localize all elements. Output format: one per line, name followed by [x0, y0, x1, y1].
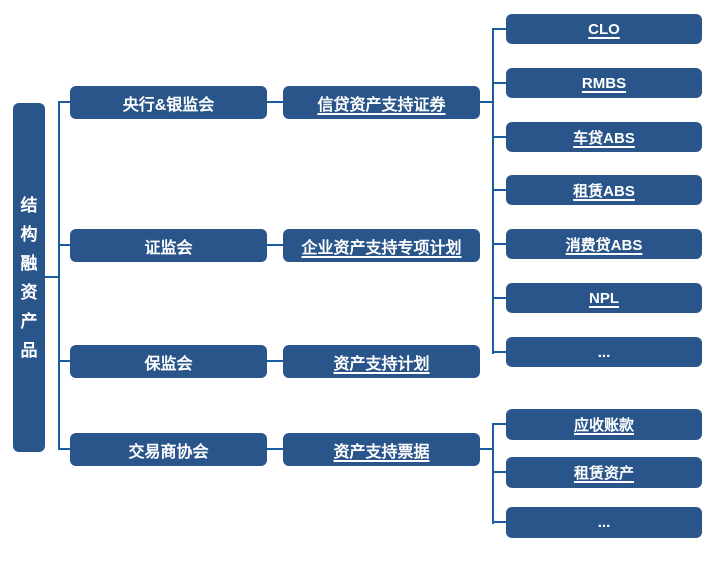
regulator-box-circ: 保监会 — [70, 345, 267, 378]
product-label: 资产支持计划 — [333, 355, 430, 373]
connector-stub-row2 — [60, 244, 70, 246]
leaf-box-credit-more: ... — [506, 337, 702, 367]
leaf-box-abn-more: ... — [506, 507, 702, 538]
connector-credit-stub2 — [494, 82, 506, 84]
leaf-label: 租赁资产 — [573, 465, 634, 482]
connector-credit-inlet — [480, 101, 492, 103]
connector-credit-stub1 — [494, 28, 506, 30]
connector-abn-trunk — [492, 423, 494, 524]
regulator-label: 证监会 — [144, 239, 193, 257]
leaf-box-consumer-abs: 消费贷ABS — [506, 229, 702, 259]
connector-credit-stub3 — [494, 136, 506, 138]
product-box-enterprise-abs-plan: 企业资产支持专项计划 — [283, 229, 480, 262]
connector-credit-trunk — [492, 28, 494, 354]
connector-abn-stub2 — [494, 471, 506, 473]
connector-abn-inlet — [480, 448, 492, 450]
leaf-box-clo: CLO — [506, 14, 702, 44]
leaf-label: RMBS — [581, 74, 627, 92]
root-node-structured-finance: 结构融资产品 — [13, 103, 45, 452]
leaf-label: NPL — [589, 289, 619, 307]
connector-credit-stub4 — [494, 189, 506, 191]
connector-row3-mid — [267, 360, 283, 362]
regulator-box-csrc: 证监会 — [70, 229, 267, 262]
leaf-label: ... — [597, 514, 611, 531]
connector-abn-stub1 — [494, 423, 506, 425]
connector-credit-stub5 — [494, 243, 506, 245]
connector-credit-stub7 — [494, 351, 506, 353]
leaf-box-receivables: 应收账款 — [506, 409, 702, 440]
product-label: 企业资产支持专项计划 — [301, 239, 462, 257]
product-box-asset-backed-plan: 资产支持计划 — [283, 345, 480, 378]
regulator-label: 保监会 — [144, 355, 193, 373]
connector-abn-stub3 — [494, 521, 506, 523]
product-label: 信贷资产支持证券 — [317, 96, 446, 114]
leaf-label: CLO — [588, 20, 620, 38]
connector-row2-mid — [267, 244, 283, 246]
leaf-box-lease-assets: 租赁资产 — [506, 457, 702, 488]
leaf-box-auto-abs: 车贷ABS — [506, 122, 702, 152]
product-box-credit-abs: 信贷资产支持证券 — [283, 86, 480, 119]
connector-stub-row4 — [60, 448, 70, 450]
connector-row4-mid — [267, 448, 283, 450]
connector-stub-row3 — [60, 360, 70, 362]
product-label: 资产支持票据 — [333, 443, 430, 461]
connector-left-trunk — [58, 101, 60, 450]
leaf-box-lease-abs: 租赁ABS — [506, 175, 702, 205]
regulator-box-nafmii: 交易商协会 — [70, 433, 267, 466]
leaf-label: 应收账款 — [573, 417, 634, 434]
leaf-label: ... — [597, 343, 611, 361]
regulator-box-pboc-cbrc: 央行&银监会 — [70, 86, 267, 119]
connector-root-inlet — [45, 276, 58, 278]
product-box-abn: 资产支持票据 — [283, 433, 480, 466]
root-node-label: 结构融资产品 — [20, 195, 38, 360]
leaf-label: 消费贷ABS — [565, 236, 643, 254]
connector-stub-row1 — [60, 101, 70, 103]
leaf-label: 车贷ABS — [573, 129, 635, 147]
leaf-label: 租赁ABS — [573, 182, 635, 200]
leaf-box-npl: NPL — [506, 283, 702, 313]
leaf-box-rmbs: RMBS — [506, 68, 702, 98]
regulator-label: 交易商协会 — [128, 443, 209, 461]
regulator-label: 央行&银监会 — [122, 96, 215, 114]
connector-credit-stub6 — [494, 297, 506, 299]
connector-row1-mid — [267, 101, 283, 103]
